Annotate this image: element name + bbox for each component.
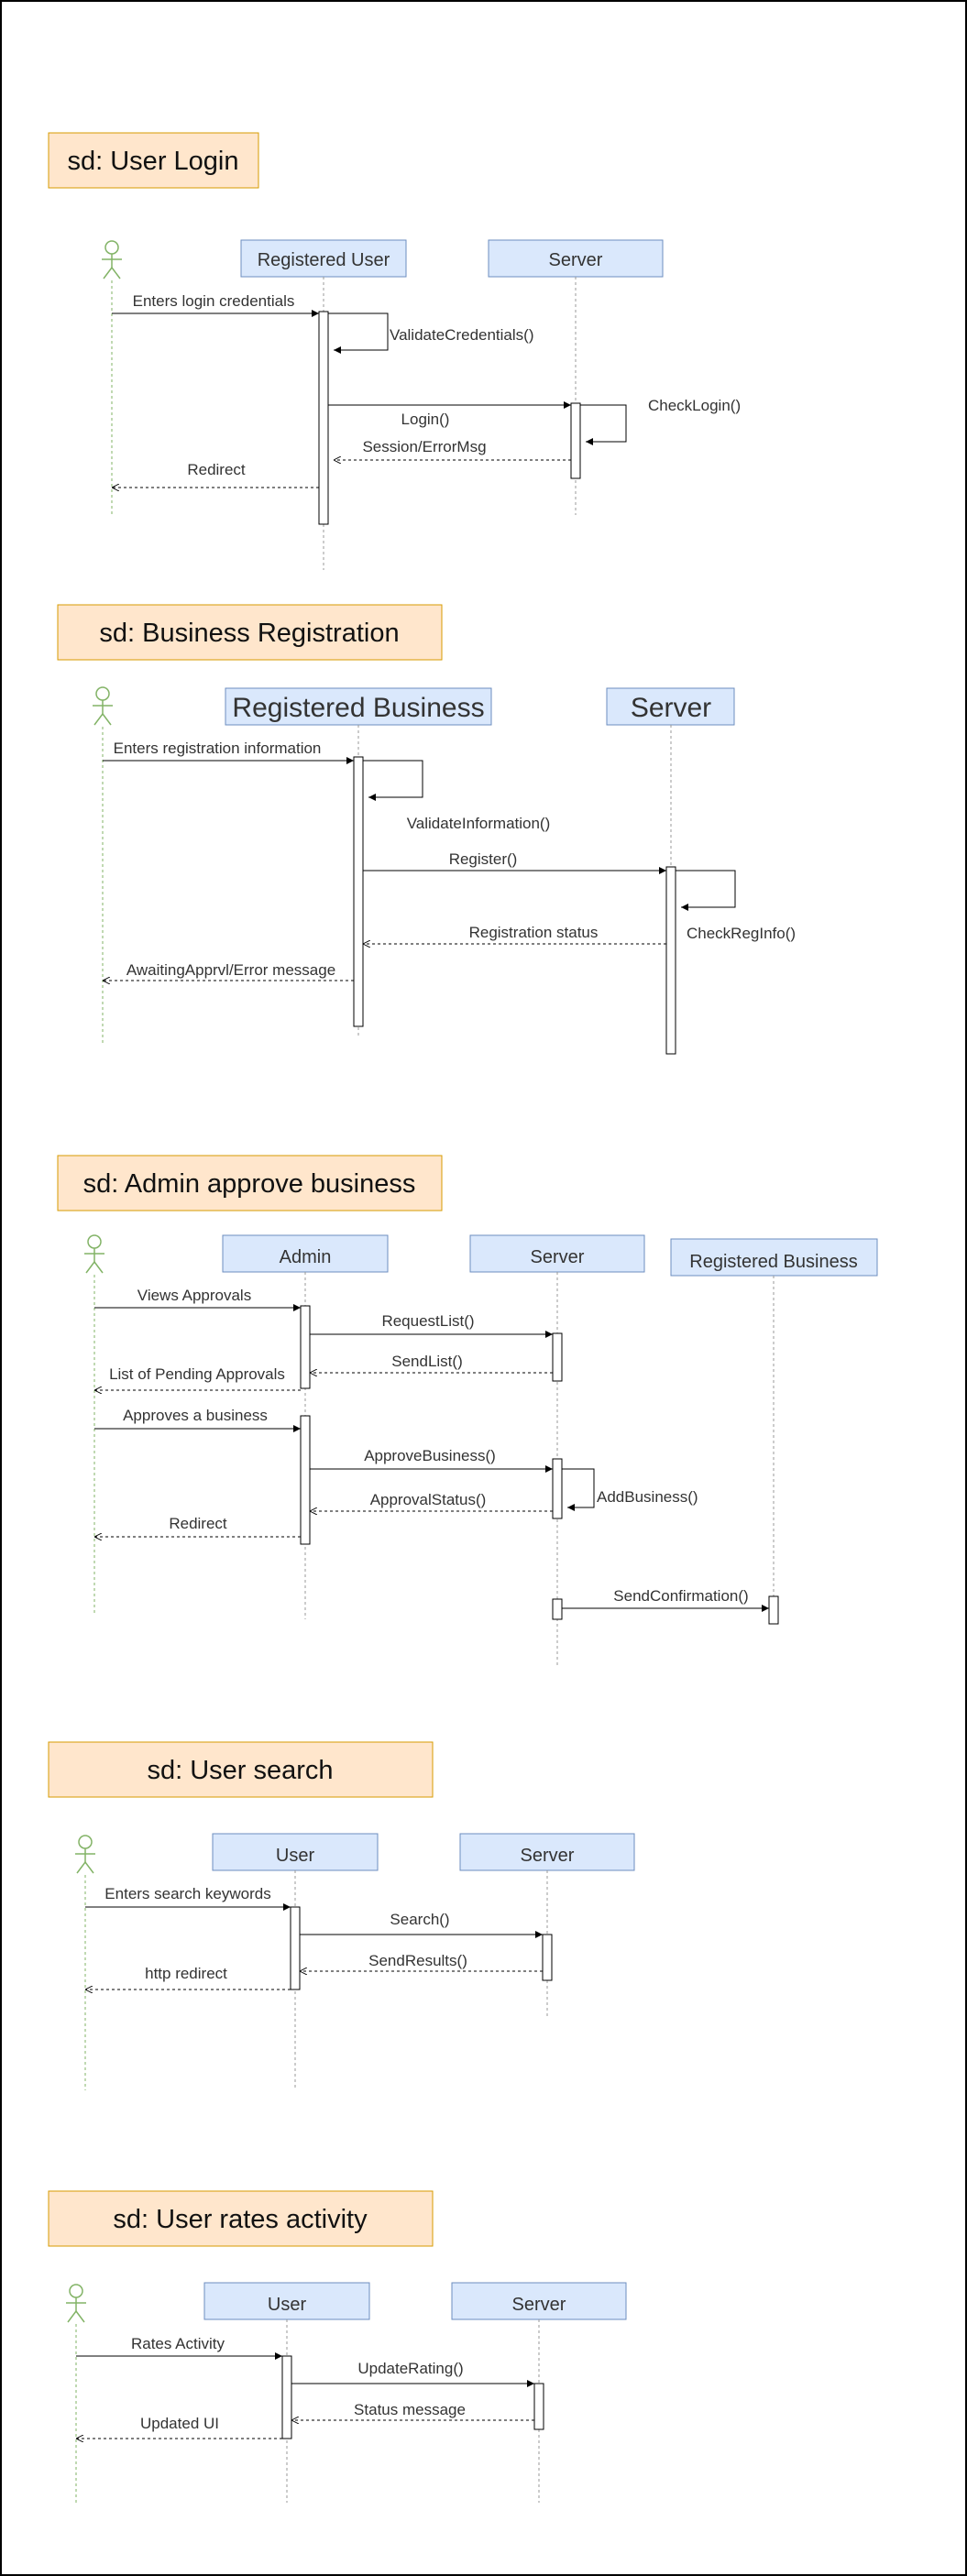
participant-label: Server <box>549 250 603 270</box>
message-label: Approves a business <box>123 1407 268 1424</box>
frame-title: sd: User Login <box>68 147 239 176</box>
activation-bar <box>318 311 329 525</box>
diagram-user-search: sd: User search User Server Enters searc… <box>48 1741 635 2090</box>
participant-label: User <box>276 1846 315 1866</box>
message-label: Session/ErrorMsg <box>362 438 486 455</box>
message-label: Enters registration information <box>114 740 322 757</box>
message-label: UpdateRating() <box>357 2360 463 2377</box>
message-label: Enters login credentials <box>133 292 295 310</box>
participant-box <box>203 2282 370 2320</box>
self-call-arrow <box>562 1468 595 1511</box>
activation-bar <box>300 1305 311 1389</box>
actor-icon <box>93 686 113 726</box>
activation-bar <box>552 1332 563 1382</box>
diagram-business-registration: sd: Business Registration Registered Bus… <box>57 604 796 1055</box>
participant-box <box>222 1234 389 1273</box>
message-label: Register() <box>449 850 518 868</box>
message-label: Views Approvals <box>137 1287 251 1304</box>
diagram-user-login: sd: User Login Registered User Server En… <box>48 132 741 570</box>
frame-tab <box>57 1155 443 1211</box>
frame-tab <box>57 604 443 661</box>
message-label: ApprovalStatus() <box>370 1491 487 1508</box>
message-label: RequestList() <box>381 1312 474 1330</box>
participant-label: Registered Business <box>232 693 484 723</box>
participant-box <box>212 1833 379 1871</box>
participant-box <box>469 1234 645 1273</box>
participant-label: Registered Business <box>689 1252 857 1272</box>
frame-title: sd: Business Registration <box>99 619 399 648</box>
self-call-arrow <box>676 870 736 911</box>
actor-icon <box>66 2284 86 2323</box>
message-label: ValidateInformation() <box>407 815 551 832</box>
activation-bar <box>290 1906 301 1990</box>
activation-bar <box>552 1598 563 1620</box>
frame-title: sd: User rates activity <box>113 2205 368 2234</box>
participant-label: Server <box>531 1247 585 1267</box>
message-label: ValidateCredentials() <box>390 326 533 344</box>
message-label: Status message <box>354 2401 466 2418</box>
message-label: Login() <box>401 411 450 428</box>
message-label: AddBusiness() <box>597 1488 698 1506</box>
message-label: SendResults() <box>368 1952 467 1969</box>
message-label: SendConfirmation() <box>613 1587 748 1605</box>
frame-tab <box>48 132 259 189</box>
participant-label: User <box>268 2295 307 2315</box>
activation-bar <box>300 1415 311 1545</box>
actor-icon <box>102 240 122 280</box>
participant-label: Registered User <box>258 250 390 270</box>
activation-bar <box>768 1595 779 1625</box>
self-call-arrow <box>580 404 627 445</box>
message-label: AwaitingApprvl/Error message <box>126 961 335 979</box>
message-label: Updated UI <box>140 2415 219 2432</box>
activation-bar <box>570 402 581 479</box>
message-label: Enters search keywords <box>104 1885 270 1902</box>
frame-tab <box>48 1741 434 1798</box>
diagram-user-rates-activity: sd: User rates activity User Server Rate… <box>48 2190 627 2503</box>
participant-box <box>606 687 735 726</box>
activation-bar <box>281 2355 292 2439</box>
activation-bar <box>542 1934 553 1981</box>
frame-tab <box>48 2190 434 2247</box>
frame-title: sd: User search <box>147 1756 333 1785</box>
activation-bar <box>665 866 676 1055</box>
self-call-arrow <box>328 312 389 354</box>
message-label: Rates Activity <box>131 2335 225 2352</box>
participant-box <box>459 1833 635 1871</box>
message-label: Search() <box>390 1911 449 1928</box>
activation-bar <box>533 2383 544 2430</box>
message-label: http redirect <box>145 1965 227 1982</box>
participant-box <box>225 687 492 726</box>
message-label: ApproveBusiness() <box>364 1447 496 1464</box>
activation-bar <box>353 756 364 1027</box>
actor-icon <box>75 1835 95 1874</box>
self-call-arrow <box>363 760 423 801</box>
actor-icon <box>84 1234 104 1274</box>
message-label: Redirect <box>187 461 246 478</box>
participant-label: Server <box>512 2295 566 2315</box>
message-label: Registration status <box>469 924 599 941</box>
participant-box <box>670 1238 878 1277</box>
message-label: Redirect <box>169 1515 227 1532</box>
participant-label: Server <box>521 1846 575 1866</box>
message-label: CheckLogin() <box>648 397 741 414</box>
diagram-admin-approve-business: sd: Admin approve business Admin Server … <box>57 1155 878 1665</box>
participant-label: Server <box>631 693 711 723</box>
activation-bar <box>552 1458 563 1519</box>
message-label: SendList() <box>391 1353 462 1370</box>
participant-box <box>488 239 664 278</box>
frame-title: sd: Admin approve business <box>83 1169 416 1199</box>
participant-label: Admin <box>280 1247 332 1267</box>
message-label: CheckRegInfo() <box>687 925 796 942</box>
message-label: List of Pending Approvals <box>109 1365 285 1383</box>
